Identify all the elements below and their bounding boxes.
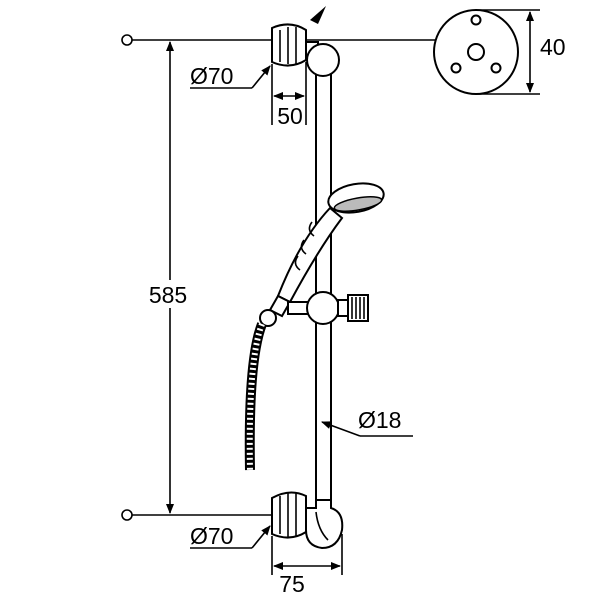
top-flange-diameter-leader [190,65,271,89]
wall-plate-top-view [433,9,540,95]
hand-shower [259,182,385,327]
rail-diameter-label: Ø18 [358,407,401,433]
wall-plate-height-label: 40 [540,34,566,60]
rail-diameter-leader [321,421,413,437]
shower-hose [244,322,267,471]
bottom-flange-diameter-label: Ø70 [190,523,233,549]
top-projection-label: 50 [277,103,303,129]
rail-length-dimension [140,41,200,514]
rail-length-label: 585 [149,282,187,308]
top-projection-dimension [271,62,307,125]
top-wall-bracket [271,6,340,77]
top-flange-diameter-label: Ø70 [190,63,233,89]
bottom-flange-diameter-leader [190,525,271,549]
bottom-projection-label: 75 [279,571,305,597]
bottom-wall-bracket [271,491,344,550]
bottom-projection-dimension [271,534,343,575]
shower-rail [315,54,332,526]
rail-slider [287,291,369,325]
